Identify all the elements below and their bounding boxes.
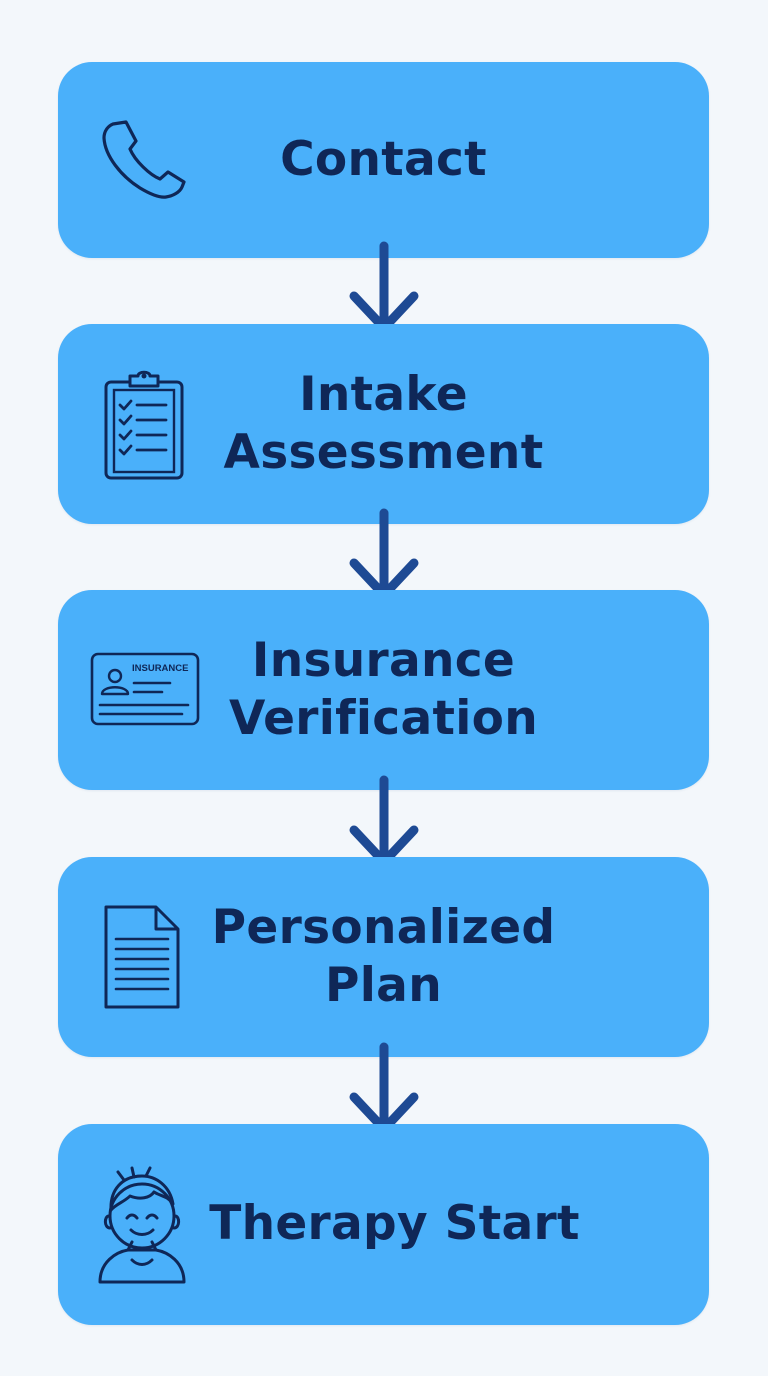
insurance-card-text: INSURANCE [132,663,188,674]
step-insurance-verification: INSURANCE Insurance Verification [58,590,709,790]
smiling-child-icon [98,1166,186,1284]
phone-icon [102,120,186,199]
insurance-card-icon: INSURANCE [90,652,200,726]
document-icon [104,905,180,1009]
step-intake-assessment: Intake Assessment [58,324,709,524]
step-label-therapy-start: Therapy Start [209,1196,580,1252]
step-label-personalized-plan: Personalized Plan [211,899,556,1013]
step-contact: Contact [58,62,709,258]
step-personalized-plan: Personalized Plan [58,857,709,1057]
step-label-insurance-verification: Insurance Verification [228,632,539,746]
step-label-contact: Contact [280,131,487,187]
step-therapy-start: Therapy Start [58,1124,709,1325]
step-label-intake-assessment: Intake Assessment [223,366,544,480]
clipboard-checklist-icon [104,370,184,480]
